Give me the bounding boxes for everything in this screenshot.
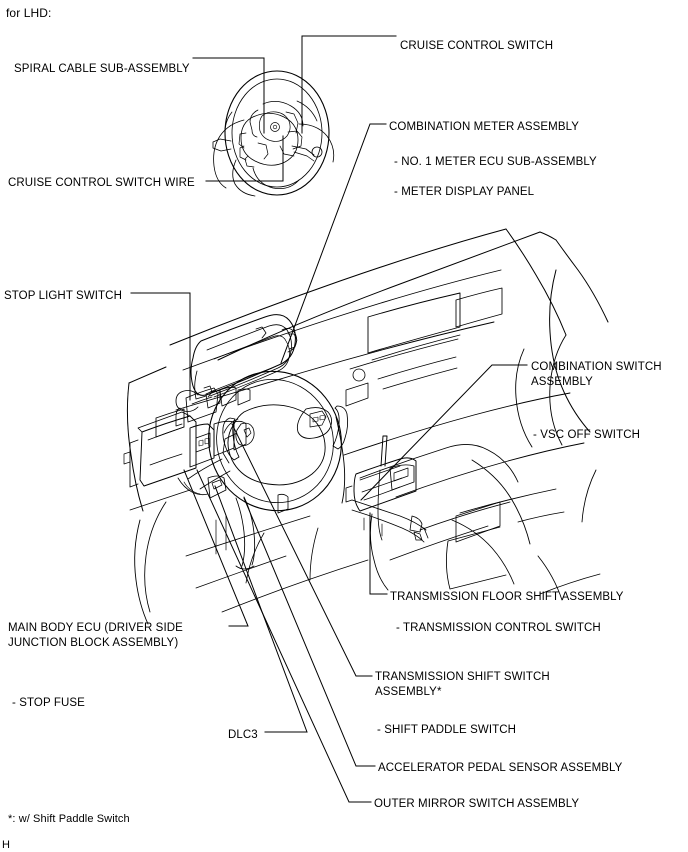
label-shift-paddle-switch: - SHIFT PADDLE SWITCH: [377, 724, 517, 736]
leader-main-body-ecu: [183, 469, 249, 627]
label-combination-meter-assembly: COMBINATION METER ASSEMBLY: [389, 121, 580, 133]
leader-stop-light-switch: [130, 292, 191, 401]
label-meter-display-panel: - METER DISPLAY PANEL: [394, 186, 535, 198]
label-accelerator-pedal-sensor-assembly: ACCELERATOR PEDAL SENSOR ASSEMBLY: [378, 762, 623, 774]
leader-lines: [130, 35, 528, 803]
leader-cruise-control-switch: [301, 35, 397, 134]
leader-combination-switch: [360, 364, 528, 501]
label-no-1-meter-ecu-sub-assembly: - NO. 1 METER ECU SUB-ASSEMBLY: [394, 156, 597, 168]
label-stop-fuse: - STOP FUSE: [12, 697, 85, 709]
leader-accelerator-pedal-sensor: [243, 497, 376, 767]
label-transmission-floor-shift-assembly: TRANSMISSION FLOOR SHIFT ASSEMBLY: [390, 591, 624, 603]
label-transmission-shift-switch-assembly: TRANSMISSION SHIFT SWITCH ASSEMBLY*: [375, 671, 550, 698]
label-spiral-cable-sub-assembly: SPIRAL CABLE SUB-ASSEMBLY: [14, 63, 190, 75]
instrument-panel-illustration: [123, 228, 609, 625]
leader-transmission-floor-shift: [369, 512, 388, 595]
label-cruise-control-switch-wire: CRUISE CONTROL SWITCH WIRE: [8, 177, 195, 189]
footnote: *: w/ Shift Paddle Switch: [8, 813, 130, 825]
steering-wheel-detail-illustration: [212, 70, 335, 197]
label-main-body-ecu: MAIN BODY ECU (DRIVER SIDE JUNCTION BLOC…: [8, 622, 183, 649]
leader-spiral-cable: [192, 57, 265, 134]
label-stop-light-switch: STOP LIGHT SWITCH: [4, 290, 122, 302]
leader-combination-meter: [280, 123, 387, 364]
page-mark: H: [2, 839, 11, 851]
leader-dlc3: [214, 485, 308, 733]
leader-transmission-shift-switch: [231, 423, 373, 677]
label-dlc3: DLC3: [228, 729, 258, 741]
label-cruise-control-switch: CRUISE CONTROL SWITCH: [400, 40, 554, 52]
leader-outer-mirror-switch: [196, 469, 372, 803]
label-outer-mirror-switch-assembly: OUTER MIRROR SWITCH ASSEMBLY: [374, 798, 580, 810]
label-combination-switch-assembly: COMBINATION SWITCH ASSEMBLY: [531, 361, 662, 388]
leader-cruise-control-switch-wire: [205, 135, 284, 182]
label-vsc-off-switch: - VSC OFF SWITCH: [533, 429, 641, 441]
page-heading: for LHD:: [6, 6, 52, 20]
label-transmission-control-switch: - TRANSMISSION CONTROL SWITCH: [396, 622, 601, 634]
